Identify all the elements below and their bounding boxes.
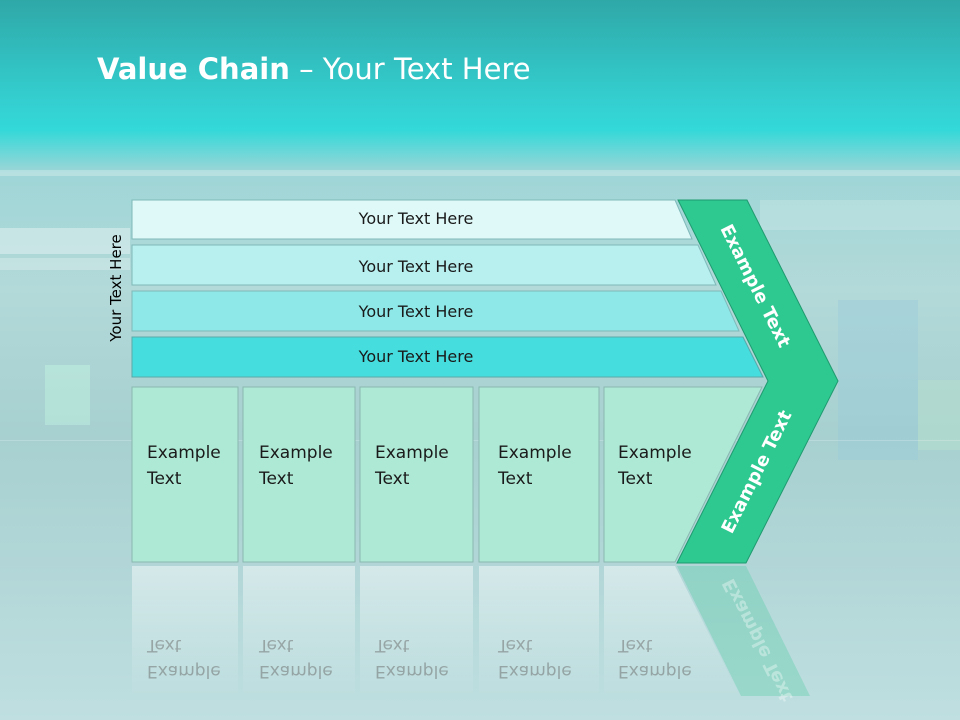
box-3-reflection-line-1: Example (375, 661, 449, 681)
box-2-line-1: Example (259, 443, 333, 463)
bar-2-shape (131, 244, 717, 286)
box-4-label: Example Text (498, 440, 572, 492)
bar-4-label: Your Text Here (358, 347, 474, 366)
box-2-line-2: Text (259, 469, 294, 489)
box-2-shape (242, 386, 356, 563)
box-3-reflection-label: Example Text (375, 632, 449, 684)
bar-4-shape (131, 336, 764, 378)
box-reflection (243, 566, 355, 696)
box-3-label: Example Text (375, 440, 449, 492)
bar-2-label: Your Text Here (358, 257, 474, 276)
box-5-shape (603, 386, 763, 563)
box-1-reflection-label: Example Text (147, 632, 221, 684)
background-beam (0, 228, 130, 254)
box-1-label: Example Text (147, 440, 221, 492)
box-1-reflection-line-2: Text (147, 635, 182, 655)
box-5-line-1: Example (618, 443, 692, 463)
background-beam (0, 258, 130, 270)
box-3-shape (359, 386, 474, 563)
chevron-reflection (677, 566, 810, 696)
box-3-reflection-line-2: Text (375, 635, 410, 655)
box-reflection (360, 566, 473, 696)
bar-1-shape (131, 199, 693, 240)
box-3-line-1: Example (375, 443, 449, 463)
box-5-reflection-line-1: Example (618, 661, 692, 681)
box-1-line-2: Text (147, 469, 182, 489)
box-4-line-1: Example (498, 443, 572, 463)
box-2-reflection-line-2: Text (259, 635, 294, 655)
background-beam (760, 200, 960, 230)
box-4-reflection-line-1: Example (498, 661, 572, 681)
box-4-reflection-line-2: Text (498, 635, 533, 655)
title-bold: Value Chain (97, 52, 290, 86)
box-5-reflection-label: Example Text (618, 632, 692, 684)
box-4-reflection-label: Example Text (498, 632, 572, 684)
page-title: Value Chain – Your Text Here (97, 52, 531, 86)
bar-3-shape (131, 290, 740, 332)
box-reflection (132, 566, 238, 696)
box-2-reflection-label: Example Text (259, 632, 333, 684)
box-1-shape (131, 386, 239, 563)
background-pillar (45, 365, 90, 425)
box-4-shape (478, 386, 600, 563)
bar-3-label: Your Text Here (358, 302, 474, 321)
box-5-label: Example Text (618, 440, 692, 492)
box-reflection (479, 566, 599, 696)
title-rest: – Your Text Here (289, 52, 531, 86)
background-beam (0, 170, 960, 176)
box-4-line-2: Text (498, 469, 533, 489)
bar-1-label: Your Text Here (358, 209, 474, 228)
box-reflection (604, 566, 740, 696)
chevron-shape (676, 199, 839, 564)
box-5-line-2: Text (618, 469, 653, 489)
box-3-line-2: Text (375, 469, 410, 489)
box-5-reflection-line-2: Text (618, 635, 653, 655)
background-pillar (838, 300, 918, 460)
box-1-line-1: Example (147, 443, 221, 463)
box-2-reflection-line-1: Example (259, 661, 333, 681)
box-1-reflection-line-1: Example (147, 661, 221, 681)
background-pillar (918, 380, 960, 450)
box-2-label: Example Text (259, 440, 333, 492)
